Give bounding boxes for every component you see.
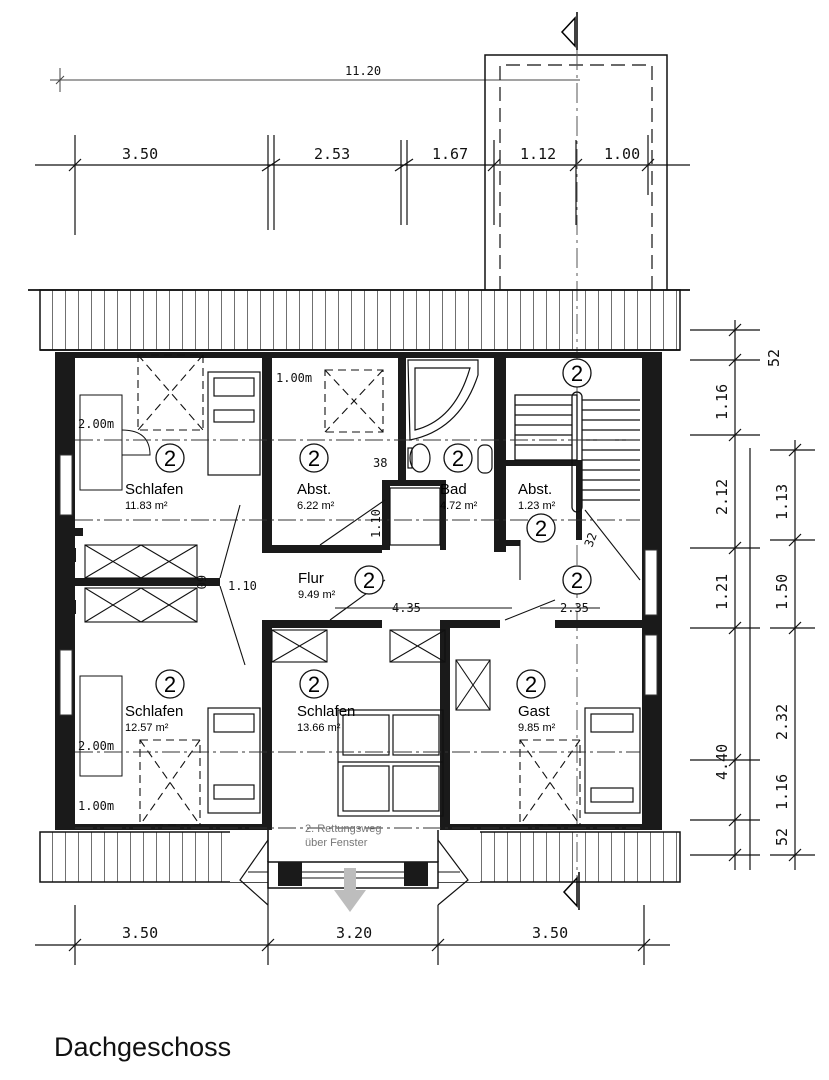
badge-label: 2 bbox=[308, 446, 320, 471]
dormer-outline bbox=[484, 54, 668, 290]
right-dim-212: 2.12 bbox=[713, 479, 731, 515]
skylights bbox=[137, 354, 581, 826]
room-name-schlafen-3: Schlafen bbox=[297, 703, 355, 720]
escape-note-line1: 2. Rettungsweg bbox=[305, 823, 381, 835]
dim-200-left-bottom: 2.00m bbox=[78, 739, 114, 753]
dim-100-top: 1.00m bbox=[276, 371, 312, 385]
bathtub bbox=[407, 359, 479, 441]
double-bed bbox=[337, 709, 444, 817]
room-name-gast: Gast bbox=[518, 703, 551, 720]
roof-slope-lines bbox=[75, 439, 640, 829]
right-dim-232: 2.32 bbox=[773, 704, 791, 740]
top-dim-1: 3.50 bbox=[122, 145, 158, 163]
badge-label: 2 bbox=[164, 672, 176, 697]
right-dim-150: 1.50 bbox=[773, 574, 791, 610]
right-dim-116-bottom: 1.16 bbox=[773, 774, 791, 810]
top-dim-5: 1.00 bbox=[604, 145, 640, 163]
exterior-walls bbox=[55, 352, 662, 830]
room-area-flur: 9.49 m² bbox=[298, 589, 336, 601]
dim-38: 38 bbox=[373, 456, 387, 470]
room-area-abst-2: 1.23 m² bbox=[518, 500, 556, 512]
wardrobes-hall bbox=[84, 544, 491, 711]
room-badge-labels: 2 2 2 2 2 2 2 2 2 2 bbox=[164, 361, 583, 697]
interior-walls bbox=[75, 352, 642, 830]
room-name-schlafen-2: Schlafen bbox=[125, 703, 183, 720]
dim-100-left-bottom: 1.00m bbox=[78, 799, 114, 813]
room-area-schlafen-1: 11.83 m² bbox=[125, 500, 168, 512]
badge-label: 2 bbox=[363, 568, 375, 593]
right-dim-113: 1.13 bbox=[773, 484, 791, 520]
bottom-dimension-chain bbox=[35, 830, 670, 965]
badge-label: 2 bbox=[164, 446, 176, 471]
overall-width-label: 11.20 bbox=[345, 64, 381, 78]
section-marker-top bbox=[560, 12, 578, 50]
room-area-bad: 4.72 m² bbox=[440, 500, 478, 512]
desk-top-left bbox=[79, 394, 151, 491]
bed-top-left bbox=[207, 371, 261, 476]
bottom-dim-1: 3.50 bbox=[122, 924, 158, 942]
roof-eave-top bbox=[28, 289, 690, 351]
bed-guest bbox=[584, 707, 641, 814]
top-dim-3: 1.67 bbox=[432, 145, 468, 163]
dim-110-hall: 1.10 bbox=[228, 579, 257, 593]
washbasin bbox=[477, 444, 493, 474]
overall-width-dimension bbox=[50, 68, 580, 92]
right-dim-116-top: 1.16 bbox=[713, 384, 731, 420]
bed-bottom-left bbox=[207, 707, 261, 814]
room-badges bbox=[155, 358, 592, 699]
bottom-dim-3: 3.50 bbox=[532, 924, 568, 942]
shaft bbox=[389, 487, 441, 546]
right-dim-52-top: 52 bbox=[765, 349, 783, 367]
dim-110-abst: 1.10 bbox=[369, 509, 383, 538]
dim-32: 32 bbox=[582, 531, 600, 549]
dim-235: 2.35 bbox=[560, 601, 589, 615]
escape-arrow-icon bbox=[334, 868, 366, 912]
dim-200-left-top: 2.00m bbox=[78, 417, 114, 431]
top-dimension-chain bbox=[35, 135, 690, 235]
room-area-schlafen-3: 13.66 m² bbox=[297, 722, 341, 734]
badge-label: 2 bbox=[535, 516, 547, 541]
desk-bottom-left bbox=[79, 675, 123, 777]
room-area-gast: 9.85 m² bbox=[518, 722, 556, 734]
toilet bbox=[407, 443, 431, 473]
right-inner-dimension-chain bbox=[749, 440, 815, 870]
room-name-abst-1: Abst. bbox=[297, 481, 331, 498]
badge-label: 2 bbox=[308, 672, 320, 697]
floor-caption: Dachgeschoss bbox=[54, 1032, 232, 1062]
badge-label: 2 bbox=[525, 672, 537, 697]
badge-label: 2 bbox=[571, 361, 583, 386]
dim-435: 4.35 bbox=[392, 601, 421, 615]
dim-60: 60 bbox=[194, 575, 208, 589]
right-dim-440: 4.40 bbox=[713, 744, 731, 780]
top-dim-2: 2.53 bbox=[314, 145, 350, 163]
top-dim-4: 1.12 bbox=[520, 145, 556, 163]
badge-label: 2 bbox=[571, 568, 583, 593]
room-name-abst-2: Abst. bbox=[518, 481, 552, 498]
door-swings bbox=[219, 499, 641, 666]
room-area-schlafen-2: 12.57 m² bbox=[125, 722, 169, 734]
badge-label: 2 bbox=[452, 446, 464, 471]
bottom-dim-2: 3.20 bbox=[336, 924, 372, 942]
right-dim-121: 1.21 bbox=[713, 574, 731, 610]
right-dim-52-bottom: 52 bbox=[773, 828, 791, 846]
escape-note-line2: über Fenster bbox=[305, 837, 368, 849]
room-name-schlafen-1: Schlafen bbox=[125, 481, 183, 498]
room-area-abst-1: 6.22 m² bbox=[297, 500, 335, 512]
room-name-flur: Flur bbox=[298, 570, 324, 587]
room-name-bad: Bad bbox=[440, 481, 467, 498]
right-outer-dimension-chain bbox=[690, 320, 760, 870]
